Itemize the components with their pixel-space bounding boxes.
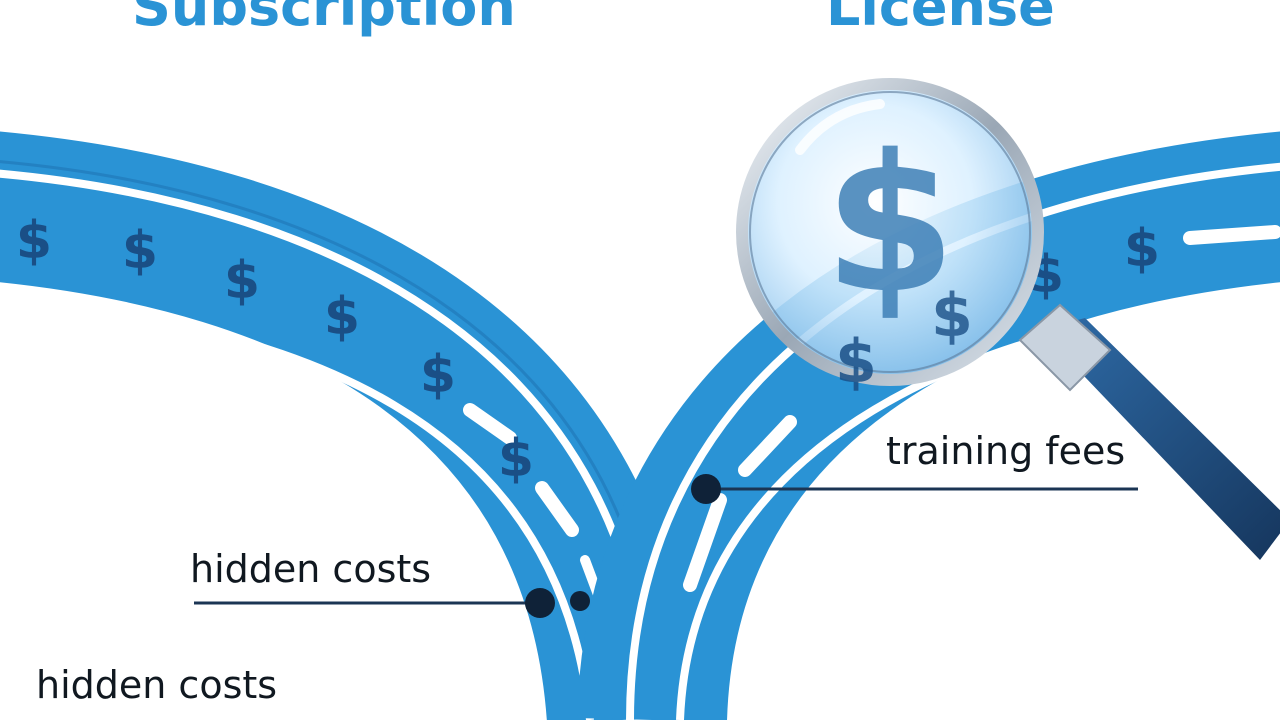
dollar-sign-icon: $ <box>835 327 877 397</box>
magnified-dollar-sign-icon: $ <box>824 114 956 335</box>
callout-label-training-fees: training fees <box>886 429 1126 473</box>
road-left <box>0 131 697 720</box>
dollar-sign-icon: $ <box>498 429 534 489</box>
title-license: License <box>826 0 1055 38</box>
callout-hidden-costs-1 <box>194 588 590 618</box>
callout-training-fees <box>691 474 1138 504</box>
dollar-sign-icon: $ <box>931 281 973 351</box>
dollar-sign-icon: $ <box>122 221 158 281</box>
dollar-sign-icon: $ <box>420 345 456 405</box>
callout-label-hidden-costs-secondary: hidden costs <box>36 663 278 707</box>
dollar-sign-icon: $ <box>1124 219 1160 279</box>
left-road-dollar-signs: $ $ $ $ $ $ <box>16 211 534 489</box>
dollar-sign-icon: $ <box>224 251 260 311</box>
magnifying-glass-icon: $ $ $ <box>736 78 1280 560</box>
dollar-sign-icon: $ <box>324 287 360 347</box>
title-subscription: Subscription <box>132 0 516 38</box>
dollar-sign-icon: $ <box>16 211 52 271</box>
callout-label-hidden-costs: hidden costs <box>190 547 432 591</box>
